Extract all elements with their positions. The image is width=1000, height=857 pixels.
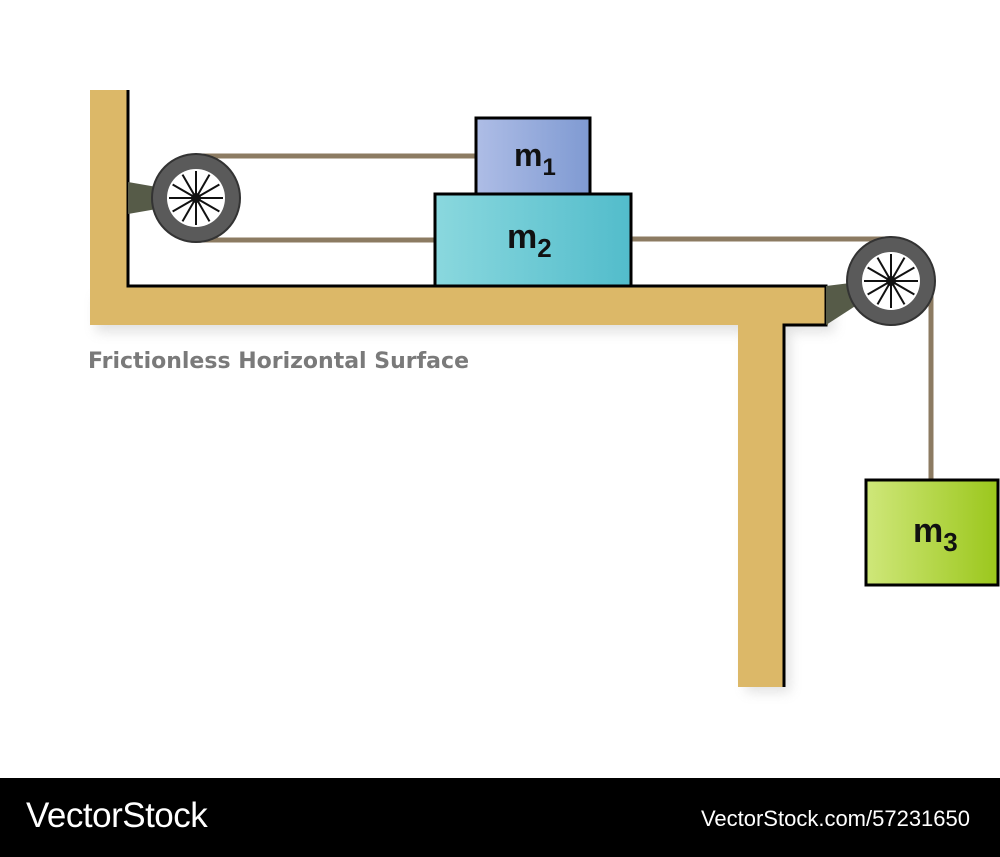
svg-text:m2: m2 <box>507 218 552 263</box>
mass-m3-base: m <box>913 512 943 550</box>
support-structure <box>90 90 828 687</box>
pulley-diagram: m2 m1 m3 Frictionless Horizontal Surface <box>88 90 1000 692</box>
surface-label: Frictionless Horizontal Surface <box>88 349 469 374</box>
right-pulley <box>826 236 936 326</box>
footer-image-ref: VectorStock.com/57231650 <box>700 806 970 831</box>
mass-m3-sub: 3 <box>943 527 957 557</box>
mass-m1: m1 <box>474 116 592 196</box>
footer-bar: VectorStock VectorStock.com/57231650 <box>0 778 1000 857</box>
mass-m2-sub: 2 <box>537 233 551 263</box>
svg-text:m3: m3 <box>913 512 958 557</box>
left-pulley <box>128 153 241 243</box>
left-wall <box>90 90 128 325</box>
horizontal-surface <box>90 286 828 325</box>
footer-brand: VectorStock <box>26 796 208 835</box>
mass-m1-sub: 1 <box>542 154 555 181</box>
svg-text:m1: m1 <box>514 137 556 181</box>
mass-m3: m3 <box>864 478 1000 587</box>
vertical-leg <box>738 286 784 687</box>
mass-m1-base: m <box>514 137 542 173</box>
mass-m2: m2 <box>433 192 633 288</box>
mass-m2-base: m <box>507 218 537 256</box>
ropes <box>196 153 934 480</box>
